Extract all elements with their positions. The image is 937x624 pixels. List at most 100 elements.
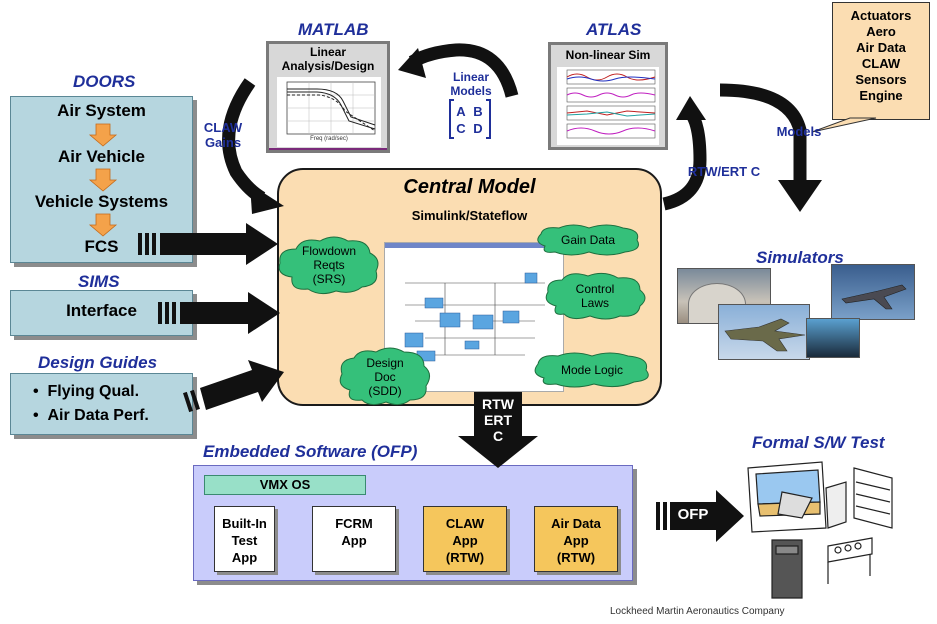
app-air-data-rtw: Air Data App (RTW) (534, 506, 618, 572)
matrix-brackets (449, 99, 491, 139)
doors-title: DOORS (73, 72, 136, 91)
atlas-to-matlab-curve (408, 43, 519, 98)
doors-item-vehicle-systems: Vehicle Systems (34, 192, 169, 211)
matrix-b: B (473, 104, 483, 119)
doors-down-arrow-2 (88, 168, 118, 192)
matrix-c: C (456, 121, 466, 136)
central-to-embedded-arrow (458, 392, 538, 468)
formal-test-lab-illustration (742, 458, 932, 606)
callout-item-actuators: Actuators (850, 8, 912, 23)
matrix-a: A (456, 104, 466, 119)
cloud-gain-data: Gain Data (533, 224, 643, 256)
doors-item-air-system: Air System (57, 101, 146, 120)
cloud-design-label: Design Doc (SDD) (366, 356, 404, 398)
cloud-mode-logic: Mode Logic (530, 352, 654, 388)
app-fcrm: FCRM App (312, 506, 396, 572)
atlas-plot (557, 67, 659, 145)
simulink-blocks-graphic (404, 272, 545, 362)
central-model-title: Central Model (403, 176, 536, 198)
app-claw-rtw: CLAW App (RTW) (423, 506, 507, 572)
doors-item-air-vehicle: Air Vehicle (58, 147, 145, 166)
test-lab-graphic (747, 461, 893, 599)
simulator-photo-cockpit (806, 318, 860, 358)
cloud-flowdown-reqts: Flowdown Reqts (SRS) (274, 233, 384, 297)
callout-item-air-data: Air Data (856, 40, 906, 55)
matlab-window: Linear Analysis/Design Freq (rad/sec) (266, 41, 390, 153)
design-guides-box: • Flying Qual. • Air Data Perf. (10, 373, 193, 435)
app-built-in-test: Built-In Test App (214, 506, 275, 572)
doors-flow-arrows (88, 123, 118, 237)
footer-company: Lockheed Martin Aeronautics Company (610, 606, 785, 617)
sims-title: SIMS (78, 272, 120, 291)
cloud-shape (534, 352, 649, 388)
simulator-photo-jet-sky (831, 264, 915, 320)
cloud-shape (339, 347, 430, 406)
callout-item-aero: Aero (866, 24, 896, 39)
matrix-d: D (473, 121, 483, 136)
formal-test-title: Formal S/W Test (752, 433, 885, 452)
cloud-shape (278, 236, 379, 295)
simulink-window-titlebar (385, 243, 563, 248)
input-arrows (138, 223, 284, 413)
atlas-window: Non-linear Sim (548, 42, 668, 150)
bode-plot-graphic (286, 81, 376, 135)
jet-silhouette-icon (841, 284, 907, 310)
time-history-plots-graphic (566, 69, 656, 139)
embedded-software-panel: VMX OS Built-In Test App FCRM App CLAW A… (193, 465, 633, 581)
cloud-flowdown-label: Flowdown Reqts (SRS) (301, 244, 357, 286)
design-guides-title: Design Guides (38, 353, 158, 372)
vmx-os-label: VMX OS (259, 477, 311, 492)
rtw-ert-c-stack-label: RTW ERT C (482, 396, 514, 444)
matlab-window-accent (269, 148, 387, 150)
design-guide-item-flying-qual: Flying Qual. (47, 383, 140, 400)
design-guide-item-air-data-perf: Air Data Perf. (47, 407, 149, 424)
embedded-software-title: Embedded Software (OFP) (203, 442, 418, 461)
model-list-callout: Actuators Aero Air Data CLAW Sensors Eng… (832, 2, 930, 120)
matlab-plot: Freq (rad/sec) (277, 77, 381, 147)
cloud-shape (537, 224, 639, 256)
atlas-to-simulators-curve (719, 83, 807, 180)
atlas-title: ATLAS (586, 20, 642, 39)
callout-item-sensors: Sensors (855, 72, 907, 87)
atlas-window-title: Non-linear Sim (565, 48, 651, 62)
claw-gains-arrowhead (250, 184, 284, 214)
callout-item-claw: CLAW (861, 56, 901, 71)
models-label: Models (776, 124, 822, 139)
cloud-shape (545, 272, 646, 320)
ofp-arrow (656, 490, 744, 542)
curved-arrows (222, 43, 807, 211)
design-guides-to-central-arrow (183, 360, 284, 413)
central-to-atlas-curve (662, 107, 707, 211)
callout-pointer (811, 117, 877, 133)
central-model-subtitle: Simulink/Stateflow (411, 208, 528, 223)
doors-down-arrow-1 (88, 123, 118, 147)
interface-to-central-arrow (158, 292, 280, 334)
matlab-arrowhead (398, 48, 426, 78)
linear-models-label: Linear Models (450, 70, 492, 98)
simulators-title: Simulators (756, 248, 844, 267)
cloud-control-label: Control Laws (575, 282, 615, 310)
callout-item-engine: Engine (859, 88, 903, 103)
cloud-mode-label: Mode Logic (560, 363, 624, 377)
sims-box: Interface (10, 290, 193, 336)
design-guide-bullet-1: • Flying Qual. (33, 383, 140, 400)
harrier-silhouette-icon (724, 318, 806, 352)
design-guide-bullet-2: • Air Data Perf. (33, 407, 149, 424)
doors-down-arrow-3 (88, 213, 118, 237)
fcs-to-central-arrow (138, 223, 278, 265)
rtw-ert-c-label: RTW/ERT C (687, 164, 761, 179)
cloud-design-doc: Design Doc (SDD) (336, 346, 434, 408)
ofp-arrow-label: OFP (677, 506, 709, 523)
doors-item-fcs: FCS (84, 237, 119, 256)
sims-item-interface: Interface (66, 301, 137, 320)
cloud-gain-label: Gain Data (560, 233, 616, 247)
matlab-plot-xlabel: Freq (rad/sec) (310, 136, 348, 142)
simulators-arrowhead (778, 180, 822, 212)
claw-gains-label: CLAW Gains (203, 120, 243, 150)
matlab-title: MATLAB (298, 20, 369, 39)
cloud-control-laws: Control Laws (542, 272, 648, 320)
curved-arrowheads (250, 48, 877, 214)
vmx-os-bar: VMX OS (204, 475, 366, 495)
matlab-window-title: Linear Analysis/Design (281, 45, 375, 73)
